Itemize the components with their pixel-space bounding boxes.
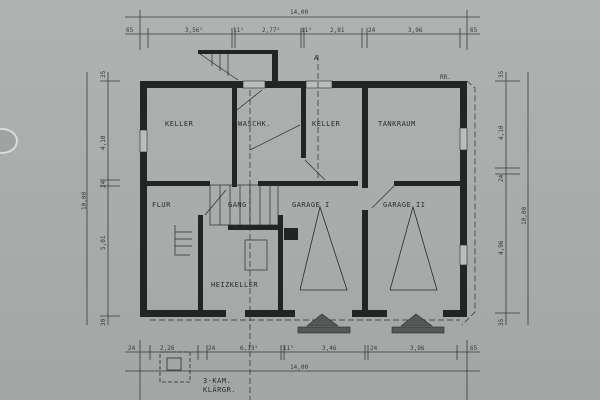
dim-bottom: 3,46 (322, 345, 337, 352)
dim-bottom: 6,13⁵ (240, 345, 258, 352)
dim-bottom: 24 (208, 345, 216, 352)
dim-top: 11⁵ (301, 27, 312, 34)
dim-right: 4,10 (498, 125, 505, 140)
septic-label: 3-KAM. (203, 377, 231, 385)
room-label-garage-1: GARAGE I (292, 201, 330, 209)
dim-bottom: 24 (128, 345, 136, 352)
windows (139, 80, 468, 266)
dim-top: 3,56⁵ (185, 27, 203, 34)
rr-label: RR. (440, 74, 451, 81)
dim-top-total: 14,00 (290, 9, 308, 16)
dim-left: 4,10 (100, 135, 107, 150)
dim-right-total: 10,00 (521, 207, 528, 225)
dim-bottom: 11⁵ (283, 345, 294, 352)
room-label-tankraum: TANKRAUM (378, 120, 416, 128)
room-label-garage-2: GARAGE II (383, 201, 425, 209)
dim-left: 30 (100, 318, 107, 326)
dim-left: 5,01 (100, 235, 107, 250)
dim-left: 35 (100, 70, 107, 78)
room-label-waschkueche: WASCHK. (238, 120, 271, 128)
dim-bottom-total: 14,00 (290, 364, 308, 371)
dim-bottom: 3,96 (410, 345, 425, 352)
section-line (150, 55, 476, 400)
room-label-keller-2: KELLER (312, 120, 341, 128)
dim-right: 35 (498, 318, 505, 326)
septic-label-2: KLÄRGR. (203, 385, 236, 394)
dim-bottom: 2,26 (160, 345, 175, 352)
room-label-keller-1: KELLER (165, 120, 194, 128)
dim-top: 65 (470, 27, 478, 34)
room-label-flur: FLUR (152, 201, 171, 209)
dim-left-total: 10,00 (81, 192, 88, 210)
dim-right: 4,96 (498, 240, 505, 255)
dim-top: 24 (368, 27, 376, 34)
garage-ramps (297, 313, 445, 334)
dim-top: 2,77⁵ (262, 27, 280, 34)
walls (140, 50, 467, 317)
room-label-heizkeller: HEIZKELLER (211, 281, 258, 289)
dim-top: 65 (126, 27, 134, 34)
car-outlines (159, 205, 438, 383)
dim-bottom: 65 (470, 345, 478, 352)
dim-top: 11⁵ (233, 27, 244, 34)
dim-left: 24 (100, 180, 107, 188)
dim-right: 35 (498, 70, 505, 78)
section-mark: A (314, 54, 319, 62)
door-swings (204, 89, 395, 216)
room-label-gang: GANG (228, 201, 247, 209)
dim-bottom: 24 (370, 345, 378, 352)
dim-right: 24 (498, 174, 505, 182)
dimension-lines (86, 10, 529, 400)
dim-top: 2,81 (330, 27, 345, 34)
dim-top: 3,96 (408, 27, 423, 34)
